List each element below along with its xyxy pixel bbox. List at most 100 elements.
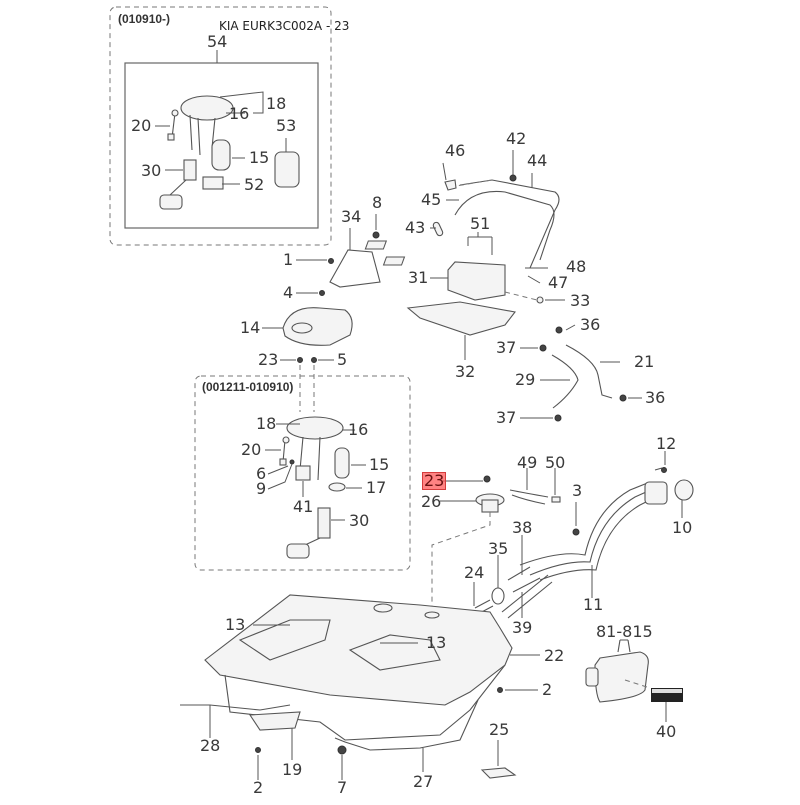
- part-label-42[interactable]: 42: [506, 129, 527, 148]
- part-label-37-upper[interactable]: 37: [496, 338, 517, 357]
- part-label-24[interactable]: 24: [464, 563, 485, 582]
- part-label-47[interactable]: 47: [548, 273, 569, 292]
- part-label-6[interactable]: 6: [256, 464, 267, 483]
- part-label-8[interactable]: 8: [372, 193, 383, 212]
- pipe-24: [473, 582, 494, 615]
- pump-module-later: [180, 91, 264, 156]
- part-label-40[interactable]: 40: [656, 722, 677, 741]
- part-label-18[interactable]: 18: [266, 94, 287, 113]
- part-label-45[interactable]: 45: [421, 190, 442, 209]
- part-label-3[interactable]: 3: [572, 481, 583, 500]
- part-label-23-upper[interactable]: 23: [258, 350, 279, 369]
- part-label-9[interactable]: 9: [256, 479, 267, 498]
- seal-17: [328, 482, 362, 492]
- fittings-47-48: [525, 267, 548, 284]
- clamp-35: [491, 555, 505, 605]
- shield-19: [249, 711, 301, 760]
- screw-3: [572, 502, 580, 536]
- part-label-2-bottom[interactable]: 2: [253, 778, 264, 797]
- part-label-32[interactable]: 32: [455, 362, 476, 381]
- part-label-12[interactable]: 12: [656, 434, 677, 453]
- part-label-36-upper[interactable]: 36: [580, 315, 601, 334]
- part-label-4[interactable]: 4: [283, 283, 294, 302]
- bolt-2-right: [497, 687, 538, 693]
- part-label-27[interactable]: 27: [413, 772, 434, 791]
- canister-31: [430, 261, 506, 301]
- part-label-36-lower[interactable]: 36: [645, 388, 666, 407]
- part-label-44[interactable]: 44: [527, 151, 548, 170]
- nut-7: [337, 745, 347, 780]
- part-label-46[interactable]: 46: [445, 141, 466, 160]
- part-label-49[interactable]: 49: [517, 453, 538, 472]
- part-label-10[interactable]: 10: [672, 518, 693, 537]
- bolts-23-5: [280, 357, 334, 412]
- part-label-20[interactable]: 20: [131, 116, 152, 135]
- part-label-13-right[interactable]: 13: [426, 633, 447, 652]
- part-label-54[interactable]: 54: [207, 32, 228, 51]
- part-label-16-earlier[interactable]: 16: [348, 420, 369, 439]
- part-label-39[interactable]: 39: [512, 618, 533, 637]
- part-label-30-earlier[interactable]: 30: [349, 511, 370, 530]
- bolt-2-bottom: [255, 747, 261, 780]
- part-label-35[interactable]: 35: [488, 539, 509, 558]
- fuel-door: [585, 639, 651, 703]
- part-label-13-left[interactable]: 13: [225, 615, 246, 634]
- part-label-29[interactable]: 29: [515, 370, 536, 389]
- part-label-15[interactable]: 15: [249, 148, 270, 167]
- part-label-15-earlier[interactable]: 15: [369, 455, 390, 474]
- kit-earlier-date-range: (001211-010910): [202, 380, 294, 394]
- hose-38-39: [501, 535, 553, 619]
- sender-30-earlier: [286, 507, 345, 559]
- part-label-7[interactable]: 7: [337, 778, 348, 797]
- part-label-20-earlier[interactable]: 20: [241, 440, 262, 459]
- strap-28: [180, 704, 291, 738]
- part-label-26[interactable]: 26: [421, 492, 442, 511]
- part-label-33[interactable]: 33: [570, 291, 591, 310]
- part-label-81-815[interactable]: 81-815: [596, 622, 653, 641]
- part-label-37-lower[interactable]: 37: [496, 408, 517, 427]
- filter-53: [274, 138, 300, 188]
- part-label-38[interactable]: 38: [512, 518, 533, 537]
- part-label-2-right[interactable]: 2: [542, 680, 553, 699]
- part-label-18-earlier[interactable]: 18: [256, 414, 277, 433]
- part-label-41[interactable]: 41: [293, 497, 314, 516]
- part-label-19[interactable]: 19: [282, 760, 303, 779]
- part-label-52[interactable]: 52: [244, 175, 265, 194]
- part-label-34[interactable]: 34: [341, 207, 362, 226]
- plug-33: [504, 291, 565, 304]
- kit-earlier-group-box: [194, 375, 411, 571]
- part-label-14[interactable]: 14: [240, 318, 261, 337]
- part-label-1[interactable]: 1: [283, 250, 294, 269]
- part-label-25[interactable]: 25: [489, 720, 510, 739]
- sender-20-earlier: [265, 436, 290, 466]
- part-label-11[interactable]: 11: [583, 595, 604, 614]
- part-label-28[interactable]: 28: [200, 736, 221, 755]
- label-40: [651, 688, 683, 722]
- pump-module-earlier: [276, 416, 355, 497]
- part-label-5[interactable]: 5: [337, 350, 348, 369]
- part-label-17[interactable]: 17: [366, 478, 387, 497]
- kit-later-date-range: (010910-): [118, 12, 171, 26]
- part-label-30[interactable]: 30: [141, 161, 162, 180]
- part-label-23-highlighted[interactable]: 23: [421, 471, 447, 490]
- bolt-4: [296, 290, 325, 296]
- part-label-48[interactable]: 48: [566, 257, 587, 276]
- part-label-31[interactable]: 31: [408, 268, 429, 287]
- part-label-53[interactable]: 53: [276, 116, 297, 135]
- pump-15-earlier: [334, 447, 366, 479]
- pads-51: [364, 232, 493, 266]
- valve-26: [431, 475, 505, 610]
- part-label-50[interactable]: 50: [545, 453, 566, 472]
- part-label-21[interactable]: 21: [634, 352, 655, 371]
- shield-32: [406, 301, 516, 360]
- cover-14: [262, 307, 353, 346]
- sender-20-later: [155, 109, 179, 141]
- part-label-43[interactable]: 43: [405, 218, 426, 237]
- nut-8: [372, 214, 380, 239]
- bracket-34: [329, 228, 381, 288]
- part-label-22[interactable]: 22: [544, 646, 565, 665]
- part-label-16[interactable]: 16: [229, 104, 250, 123]
- part-label-51[interactable]: 51: [470, 214, 491, 233]
